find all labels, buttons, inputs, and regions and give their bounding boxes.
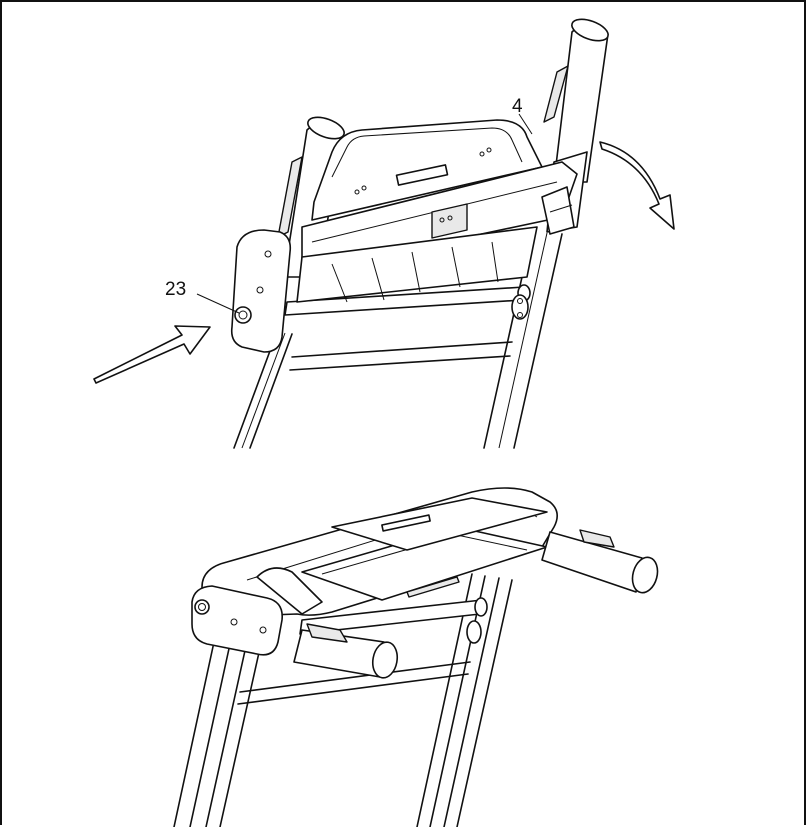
- leader-line-23: [196, 293, 240, 314]
- fold-down-arrow-icon: [599, 141, 675, 230]
- folded-leg-right: [416, 573, 513, 827]
- upright-console-view: 23 4: [93, 18, 675, 449]
- upright-crossbar: [284, 284, 531, 371]
- upright-side-plate-left: [230, 229, 292, 353]
- upright-side-bracket-right: [541, 186, 575, 235]
- leader-line-4: [518, 113, 533, 135]
- knob-23-icon: [234, 306, 252, 324]
- folded-knob-icon: [194, 599, 210, 615]
- push-arrow-icon: [93, 325, 211, 384]
- folded-console-view: [173, 487, 659, 827]
- callout-label-23: 23: [165, 279, 186, 300]
- folded-console-body: [201, 487, 558, 618]
- callout-label-4: 4: [512, 96, 523, 117]
- upright-console-body: [301, 119, 578, 273]
- folded-handlebar-left: [293, 623, 399, 679]
- folded-side-plate-left: [191, 585, 284, 656]
- upright-bolt-plate: [511, 294, 529, 320]
- upright-console-tray: [296, 226, 538, 303]
- folded-handlebar-right: [541, 529, 659, 594]
- folded-leg-left: [173, 641, 261, 827]
